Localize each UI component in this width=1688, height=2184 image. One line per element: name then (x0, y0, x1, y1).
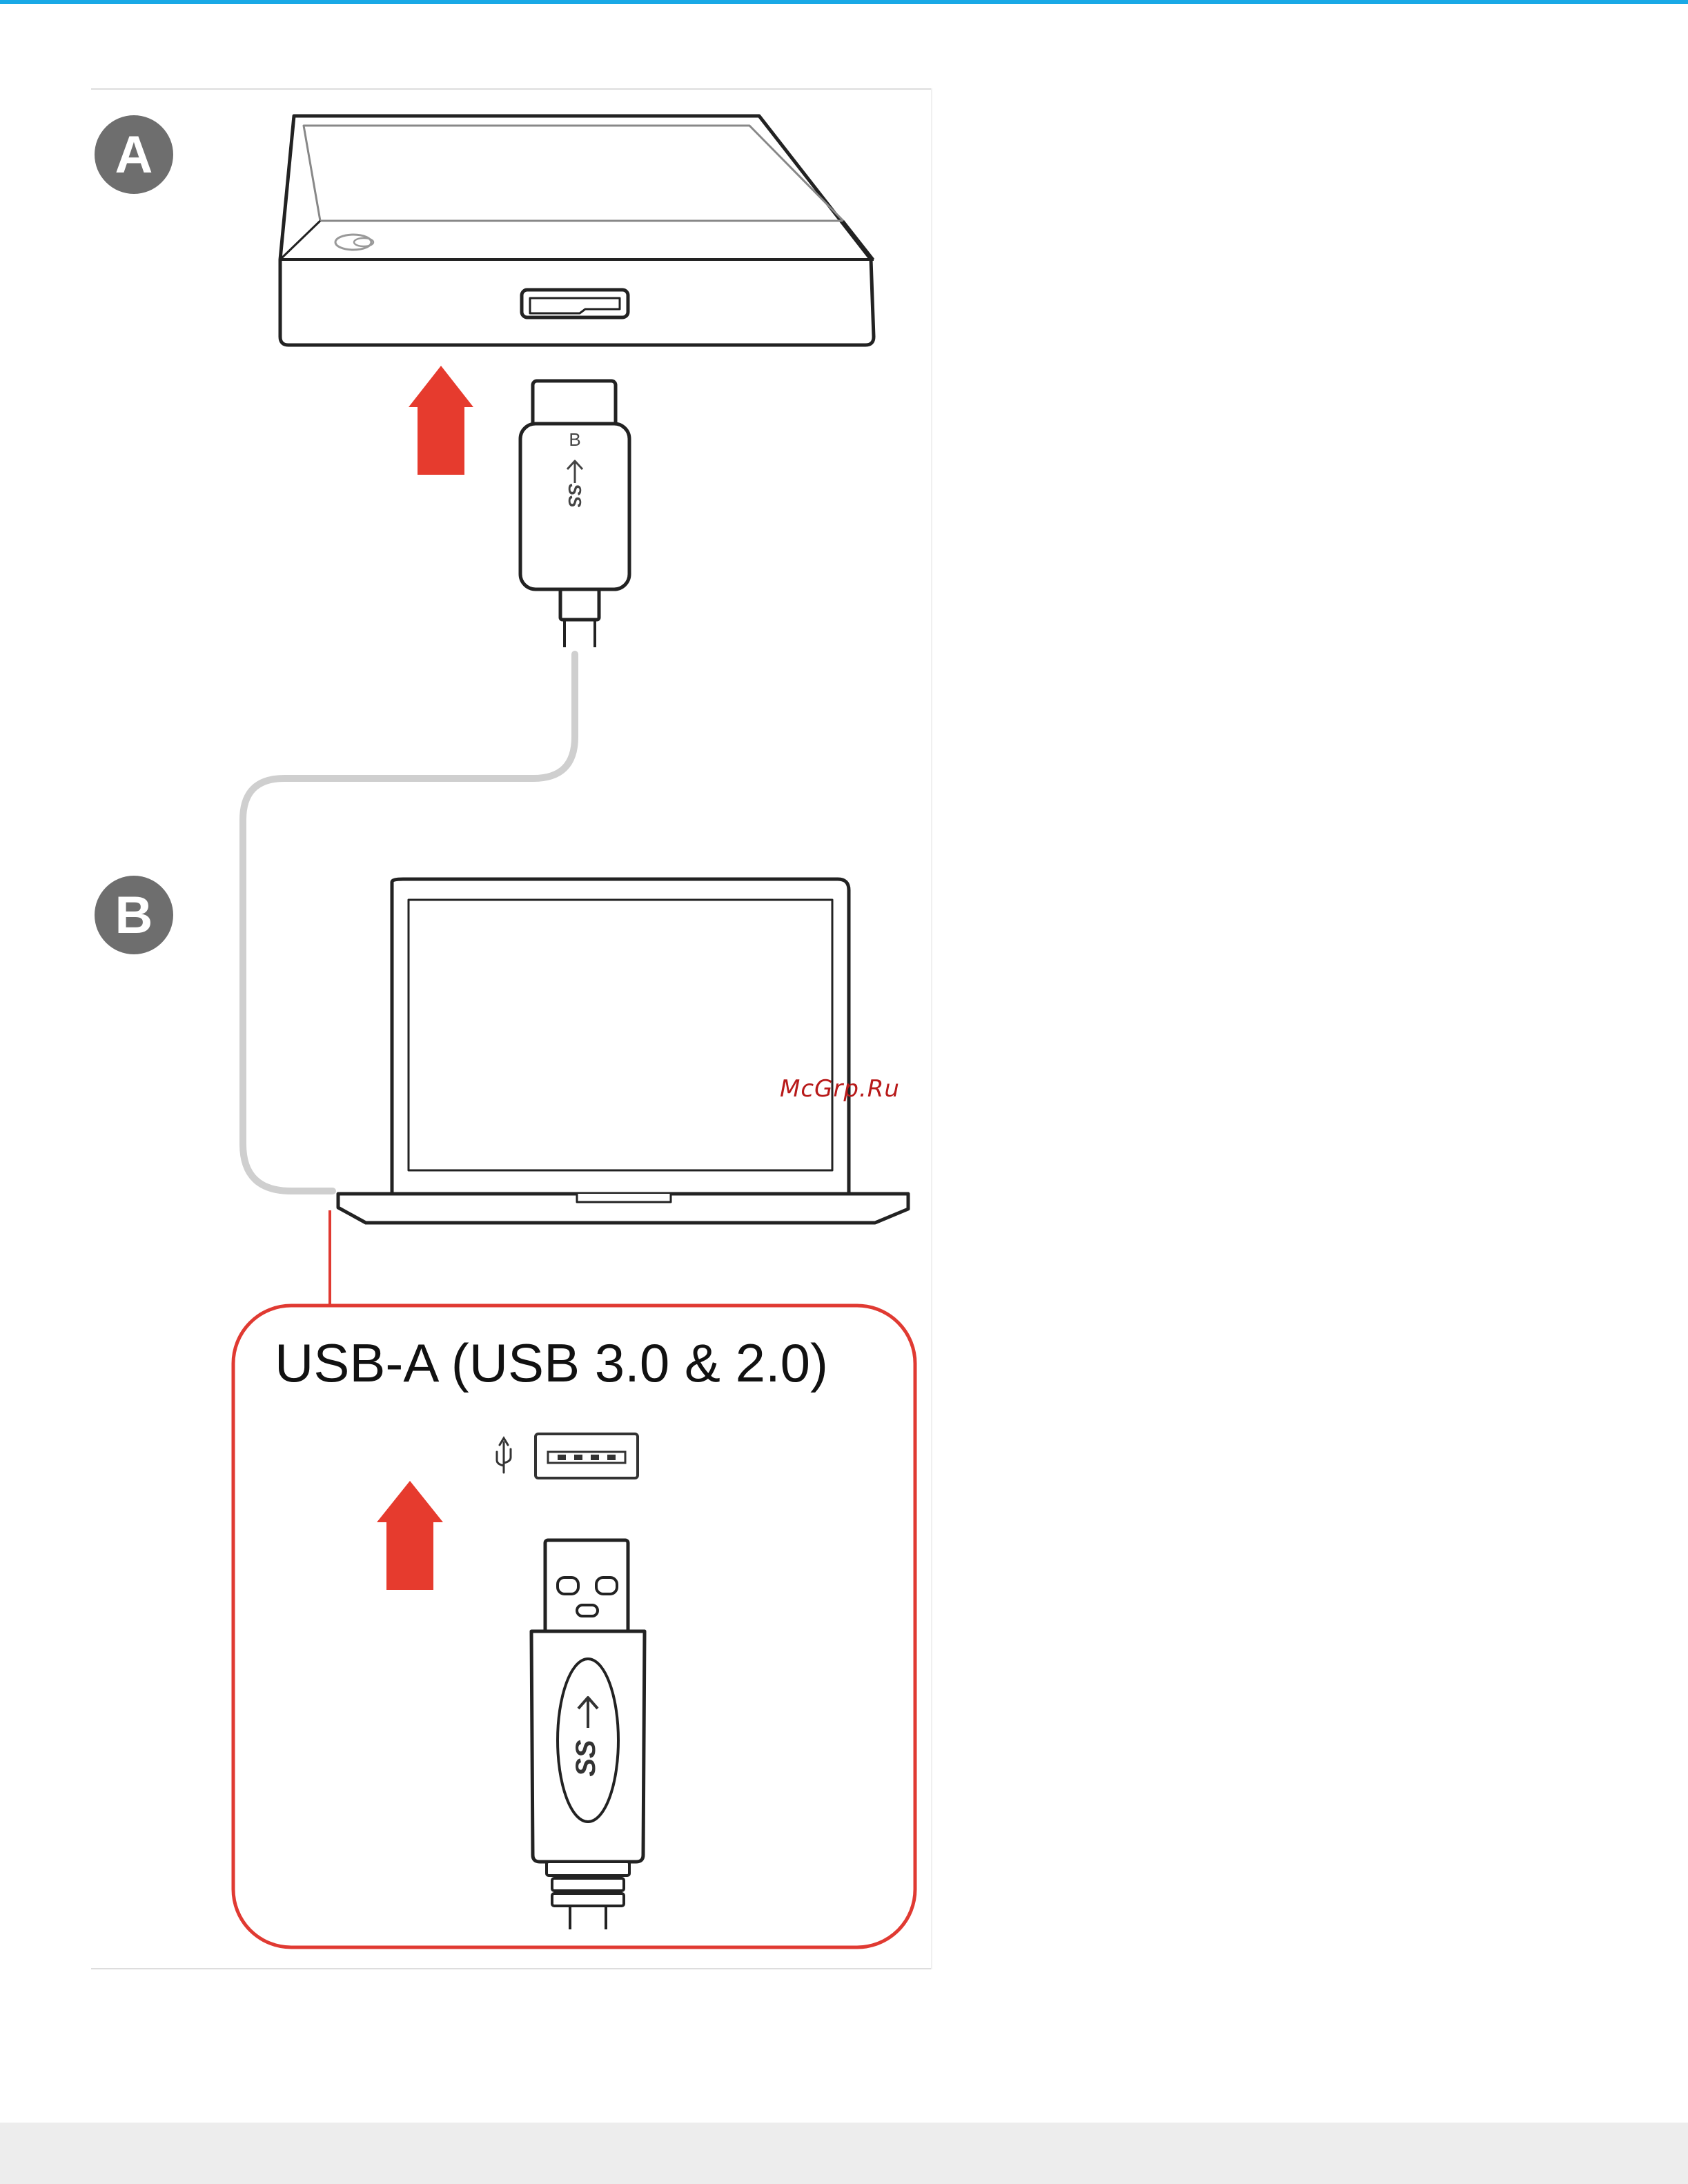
laptop (338, 879, 908, 1223)
top-accent-rule (0, 0, 1688, 4)
step-b-label: B (115, 886, 153, 945)
usb-a-port (536, 1434, 638, 1478)
footer-band (0, 2123, 1688, 2184)
up-arrow-icon (409, 366, 473, 475)
illustration-canvas: A B SS (91, 88, 932, 1968)
connection-illustration: A B SS (91, 88, 932, 1968)
usb-a-logo-text: SS (571, 1740, 601, 1777)
usb-a-port-title: USB-A (USB 3.0 & 2.0) (275, 1332, 882, 1395)
step-b-badge: B (95, 876, 173, 954)
micro-b-connector: B SS (520, 381, 629, 647)
step-a-badge: A (95, 115, 173, 194)
cable-end-letter: B (569, 429, 580, 450)
step-a-label: A (115, 126, 153, 184)
figure-bottom-border (91, 1968, 932, 1969)
watermark: McGrp.Ru (780, 1075, 918, 1103)
usb-superspeed-logo-text: SS (565, 484, 585, 508)
usb-a-connector: SS (531, 1540, 645, 1929)
external-drive (280, 116, 874, 345)
